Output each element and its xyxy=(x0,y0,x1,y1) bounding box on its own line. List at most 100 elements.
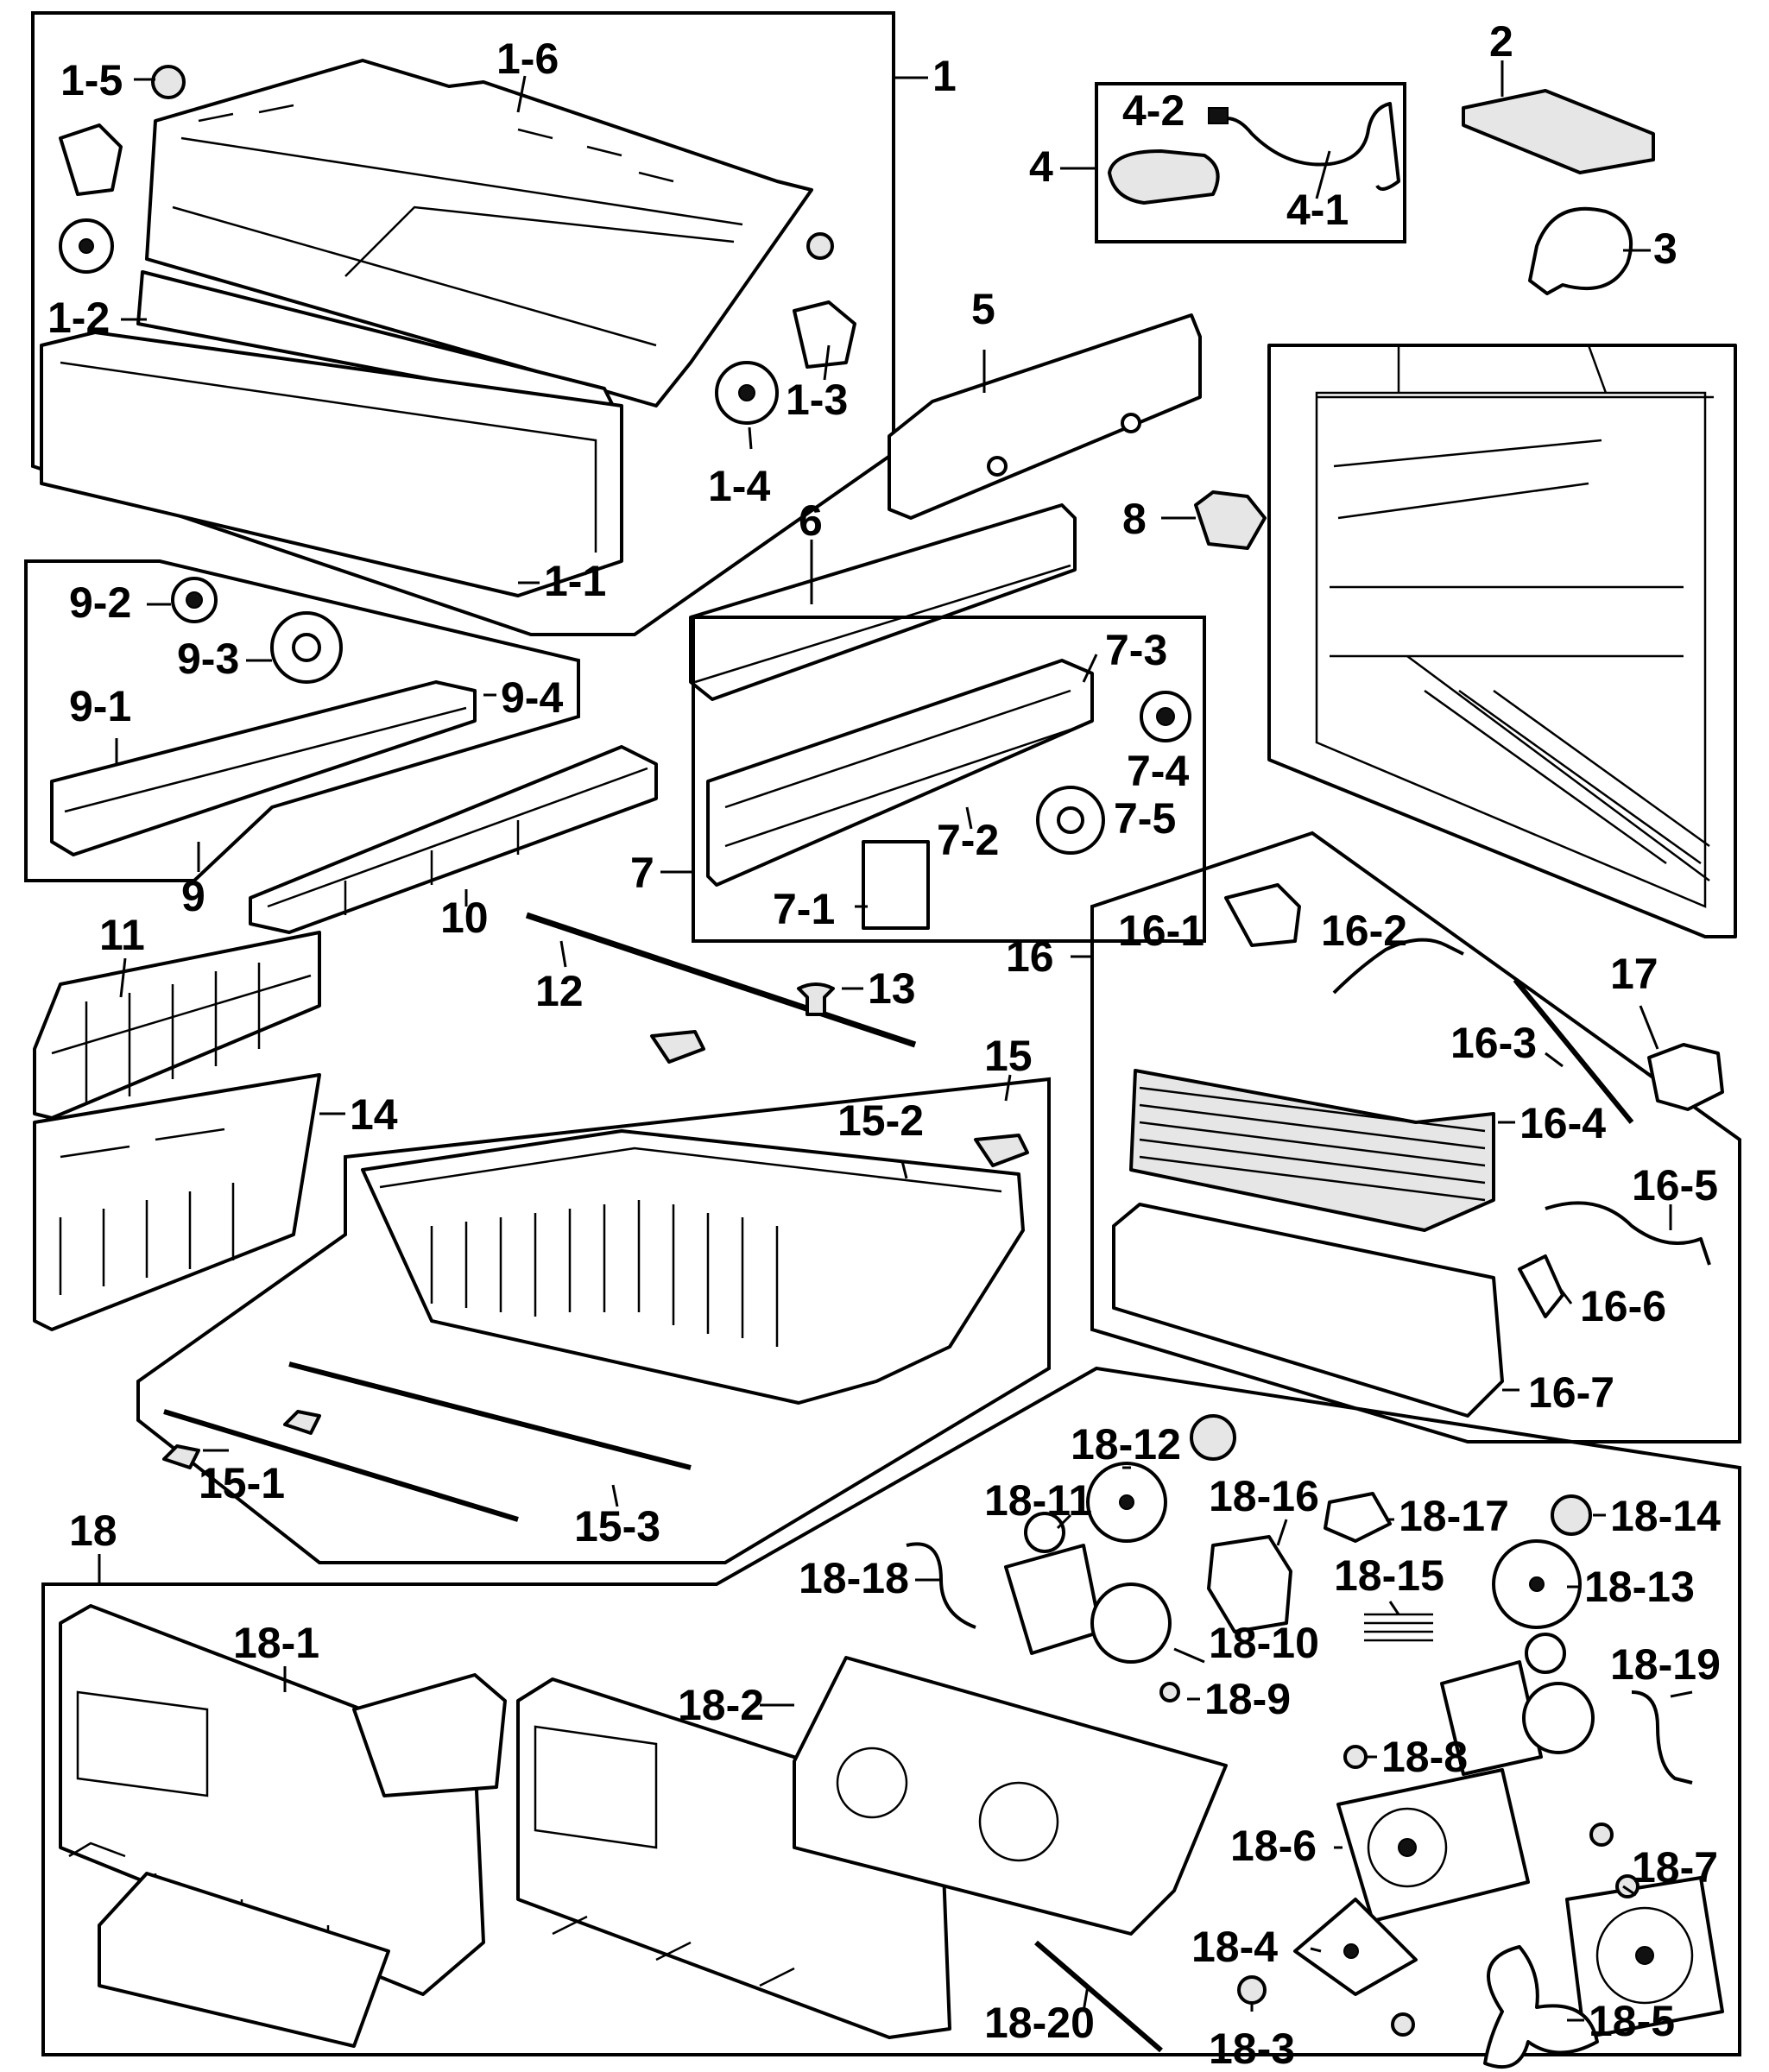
part-18-18-wire xyxy=(906,1542,976,1629)
cabinet-body xyxy=(1267,344,1737,938)
part-12-rod xyxy=(525,912,917,1048)
part-16-6-heater-bracket xyxy=(1518,1254,1564,1318)
label-17: 17 xyxy=(1610,950,1658,998)
label-18-4: 18-4 xyxy=(1191,1923,1278,1971)
part-7-1-cover xyxy=(862,840,930,930)
label-3: 3 xyxy=(1653,224,1677,273)
label-7-1: 7-1 xyxy=(773,885,835,933)
part-18-19-wire xyxy=(1631,1690,1693,1785)
group-15-outline xyxy=(136,1077,1051,1564)
label-1-4: 1-4 xyxy=(708,462,770,510)
part-16-7-drain-pan xyxy=(1112,1203,1504,1418)
part-8-door-switch xyxy=(1194,490,1267,550)
refrigerator-cabinet xyxy=(1267,344,1737,938)
part-18-10-motor xyxy=(1090,1582,1172,1664)
label-4-2: 4-2 xyxy=(1122,86,1185,135)
label-18-16: 18-16 xyxy=(1209,1472,1319,1520)
part-3-light-bulb xyxy=(1528,206,1633,295)
group-16-outline xyxy=(1090,831,1741,1443)
part-labels: 1 1-1 1-2 1-3 1-4 1-5 1-6 2 3 4 4-1 4-2 … xyxy=(47,17,1721,2072)
label-18-9: 18-9 xyxy=(1204,1675,1291,1723)
label-16-5: 16-5 xyxy=(1632,1161,1718,1210)
part-18-6-fan-bracket xyxy=(1336,1768,1530,1923)
part-1-3-hinge-left xyxy=(59,123,123,196)
part-16-2-wire xyxy=(1332,938,1464,995)
group-7-outline xyxy=(692,616,1206,943)
label-7-4: 7-4 xyxy=(1127,747,1189,795)
group-9-outline xyxy=(24,559,580,882)
label-4-1: 4-1 xyxy=(1286,186,1349,234)
label-1-1: 1-1 xyxy=(544,557,606,605)
label-6: 6 xyxy=(799,496,823,545)
part-18-17-grommet xyxy=(1324,1492,1392,1543)
label-16-1: 16-1 xyxy=(1118,906,1204,955)
label-16-3: 16-3 xyxy=(1450,1019,1537,1067)
part-13-clip xyxy=(797,982,835,1016)
part-18-5-fan-blade xyxy=(1483,1945,1599,2069)
group-4-lamp-assembly xyxy=(1060,82,1406,243)
label-5: 5 xyxy=(971,285,995,333)
label-18-8: 18-8 xyxy=(1381,1733,1468,1781)
label-8: 8 xyxy=(1122,495,1147,543)
part-16-1-bracket xyxy=(1224,883,1301,947)
part-18-11-grommet xyxy=(1024,1512,1065,1553)
label-7-5: 7-5 xyxy=(1114,794,1176,843)
label-18-6: 18-6 xyxy=(1230,1822,1317,1870)
part-1-1-drawer-front xyxy=(40,331,623,597)
part-18-16-fan-housing xyxy=(1207,1535,1292,1633)
label-18-7: 18-7 xyxy=(1632,1843,1718,1892)
label-18-11: 18-11 xyxy=(984,1476,1092,1525)
part-9-1-rail xyxy=(50,680,477,856)
group-16-evaporator xyxy=(1071,831,1741,1443)
label-9-1: 9-1 xyxy=(69,682,131,730)
part-16-5-sensor xyxy=(1545,1201,1711,1266)
label-1-2: 1-2 xyxy=(47,294,110,342)
part-15-1-screw xyxy=(162,1444,200,1469)
label-15-3: 15-3 xyxy=(574,1502,660,1551)
part-14-drawer-front xyxy=(33,1073,321,1331)
part-5-rail-cover xyxy=(888,313,1202,520)
label-1: 1 xyxy=(932,52,957,100)
label-4: 4 xyxy=(1029,142,1053,191)
label-9-3: 9-3 xyxy=(177,635,239,683)
part-4-1-wire-harness xyxy=(1216,102,1400,191)
label-15-2: 15-2 xyxy=(837,1096,924,1145)
part-4-2-lamp-cover xyxy=(1108,149,1220,205)
part-18-2-insulation-plate xyxy=(793,1656,1228,1936)
label-16: 16 xyxy=(1006,932,1054,981)
label-15: 15 xyxy=(984,1032,1033,1080)
label-13: 13 xyxy=(868,964,916,1013)
label-15-1: 15-1 xyxy=(199,1459,285,1507)
label-14: 14 xyxy=(350,1090,398,1139)
part-18-12-grommet xyxy=(1190,1414,1236,1461)
label-7-3: 7-3 xyxy=(1105,626,1167,674)
part-18-13-motor-bracket xyxy=(1440,1660,1543,1776)
label-16-7: 16-7 xyxy=(1528,1368,1614,1417)
part-18-14-grommet xyxy=(1551,1494,1592,1536)
label-18-20: 18-20 xyxy=(984,1999,1095,2047)
label-16-6: 16-6 xyxy=(1580,1282,1666,1330)
part-1-6-drawer-bin xyxy=(145,59,813,407)
label-9-2: 9-2 xyxy=(69,578,131,627)
label-16-4: 16-4 xyxy=(1519,1099,1606,1147)
label-1-5: 1-5 xyxy=(60,56,123,104)
group-4-outline xyxy=(1095,82,1406,243)
group-1-outline xyxy=(31,11,895,636)
label-18-19: 18-19 xyxy=(1610,1640,1721,1689)
part-18-3-spring xyxy=(1237,1975,1267,2005)
label-16-2: 16-2 xyxy=(1321,906,1407,955)
group-18-outline xyxy=(41,1366,1741,2056)
label-18-5: 18-5 xyxy=(1589,1997,1675,2045)
part-18-10-motor-bracket xyxy=(1004,1544,1102,1655)
label-7-2: 7-2 xyxy=(937,816,999,864)
label-18-2: 18-2 xyxy=(678,1681,764,1729)
part-1-3-hinge-right xyxy=(793,300,856,369)
label-1-6: 1-6 xyxy=(496,35,559,83)
part-18-8-screw xyxy=(1343,1745,1368,1769)
label-18-12: 18-12 xyxy=(1071,1420,1181,1469)
label-12: 12 xyxy=(535,967,584,1015)
label-18-3: 18-3 xyxy=(1209,2025,1295,2072)
label-18-14: 18-14 xyxy=(1610,1492,1721,1540)
part-11-rail-cover xyxy=(33,931,321,1120)
